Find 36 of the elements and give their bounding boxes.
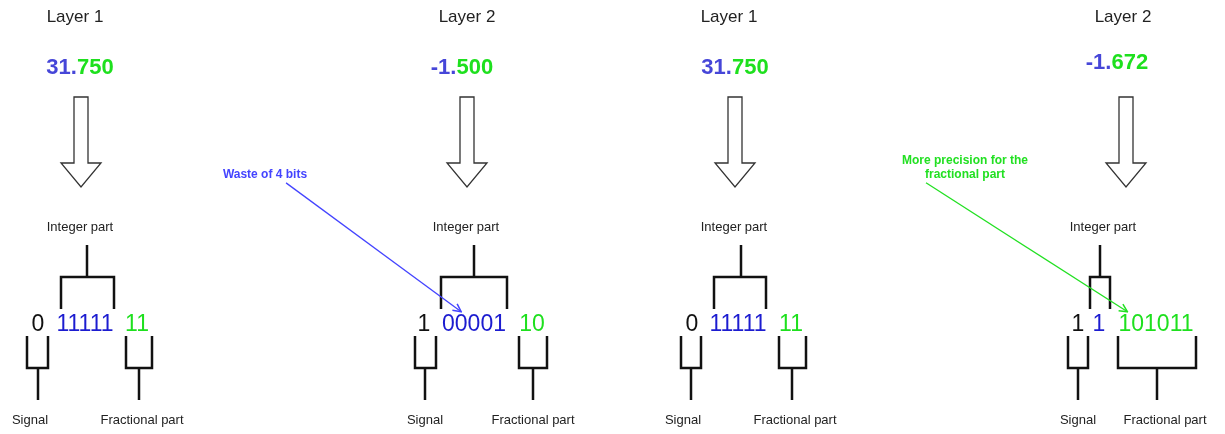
integer-bits: 1 <box>1092 309 1106 337</box>
integer-bits: 11111 <box>709 309 767 337</box>
layer-title: Layer 2 <box>438 7 496 27</box>
part-label: Fractional part <box>1123 412 1207 428</box>
sign-bit: 0 <box>685 309 699 337</box>
part-label: Fractional part <box>100 412 184 428</box>
part-label: Signal <box>1059 412 1097 428</box>
integer-bits: 00001 <box>442 309 506 337</box>
decimal-number: 31.750 <box>46 54 114 80</box>
sign-bit: 1 <box>417 309 431 337</box>
sign-bit: 1 <box>1071 309 1085 337</box>
part-label: Integer part <box>1069 219 1137 235</box>
part-label: Integer part <box>46 219 114 235</box>
decimal-number: 31.750 <box>701 54 769 80</box>
fraction-bits: 11 <box>779 309 803 337</box>
integer-bits: 11111 <box>56 309 114 337</box>
leader-arrow <box>925 182 1129 313</box>
layer-title: Layer 1 <box>46 7 104 27</box>
layer-title: Layer 2 <box>1094 7 1152 27</box>
part-label: Integer part <box>700 219 768 235</box>
part-label: Integer part <box>432 219 500 235</box>
part-label: Fractional part <box>753 412 837 428</box>
decimal-number: -1.672 <box>1085 49 1149 75</box>
sign-bit: 0 <box>31 309 45 337</box>
annotation-text: Waste of 4 bits <box>222 168 308 182</box>
part-label: Fractional part <box>491 412 575 428</box>
part-label: Signal <box>406 412 444 428</box>
part-label: Signal <box>11 412 49 428</box>
leader-arrow <box>285 182 462 313</box>
part-label: Signal <box>664 412 702 428</box>
fraction-bits: 11 <box>125 309 149 337</box>
annotation-text: More precision for the fractional part <box>900 154 1030 182</box>
fraction-bits: 10 <box>519 309 545 337</box>
layer-title: Layer 1 <box>700 7 758 27</box>
decimal-number: -1.500 <box>430 54 494 80</box>
fraction-bits: 101011 <box>1118 309 1194 337</box>
